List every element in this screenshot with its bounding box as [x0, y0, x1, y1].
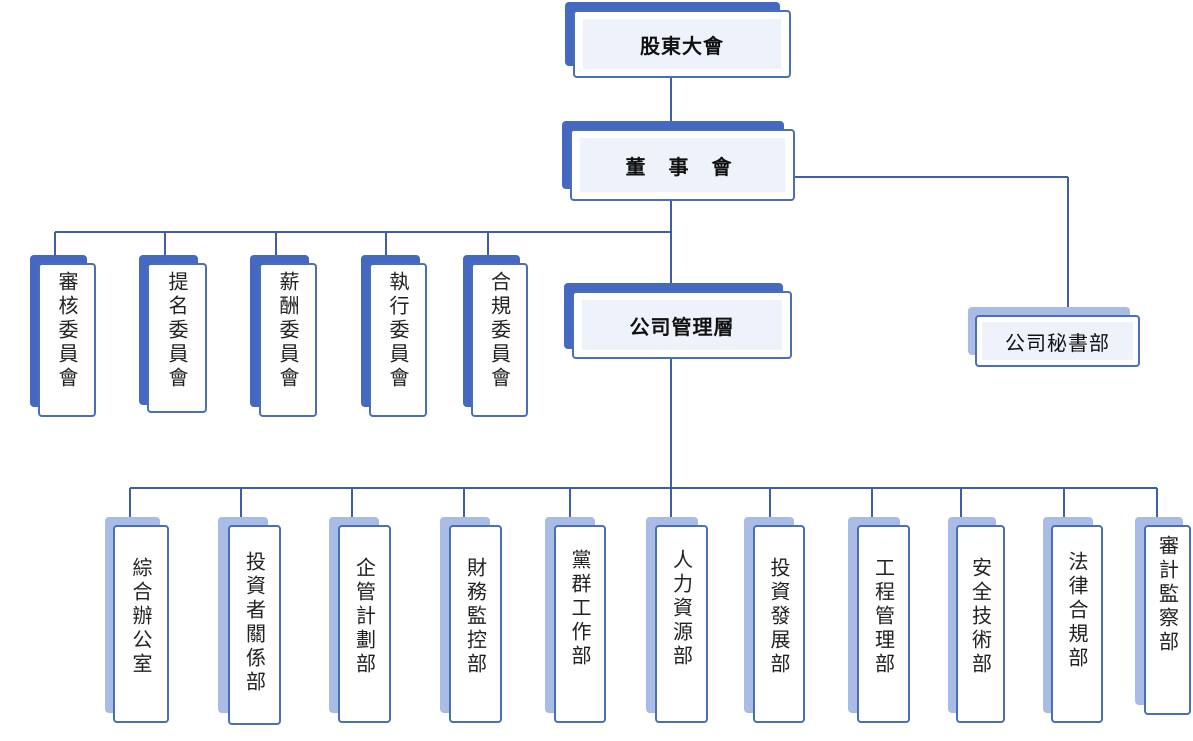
management-label: 公司管理層 [629, 314, 735, 339]
dept-engineering-management-label: 工程管理部 [871, 557, 896, 677]
committee-executive-label: 執行委員會 [386, 271, 410, 391]
secretariat-label: 公司秘書部 [1005, 330, 1110, 355]
dept-safety-technology-label: 安全技術部 [968, 557, 993, 677]
shareholders-label: 股東大會 [640, 33, 724, 58]
dept-investor-relations-label: 投資者關係部 [242, 551, 267, 695]
dept-enterprise-planning-label: 企管計劃部 [352, 557, 377, 677]
dept-audit-supervision-label: 審計監察部 [1155, 535, 1180, 655]
board-label: 董 事 會 [625, 154, 740, 179]
committee-compliance-label: 合規委員會 [487, 271, 512, 391]
dept-legal-compliance-label: 法律合規部 [1065, 551, 1089, 671]
committee-audit-label: 審核委員會 [55, 271, 79, 391]
dept-party-affairs-label: 黨群工作部 [568, 549, 592, 669]
dept-human-resources-label: 人力資源部 [669, 549, 694, 669]
dept-finance-control-label: 財務監控部 [463, 557, 488, 677]
dept-general-office-label: 綜合辦公室 [129, 557, 153, 677]
committee-remuneration-label: 薪酬委員會 [276, 271, 300, 391]
dept-investment-development-label: 投資發展部 [767, 557, 791, 677]
committee-nomination-label: 提名委員會 [165, 271, 189, 391]
